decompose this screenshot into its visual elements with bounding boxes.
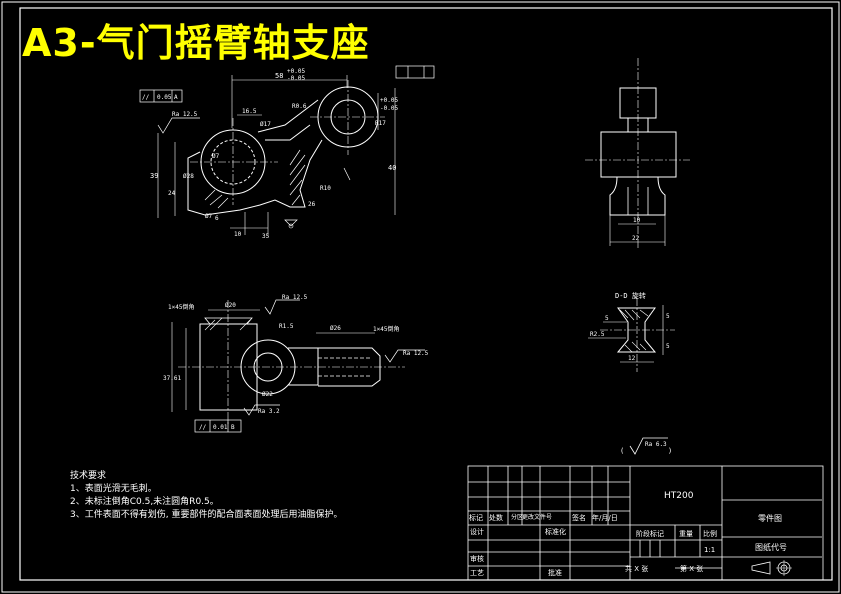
dim-sec-r25: R2.5 [590, 331, 605, 338]
dim-tl-6: 6 [215, 215, 219, 222]
title-block-lines [467, 465, 824, 581]
dim-bl-d26: Ø26 [330, 325, 341, 332]
dim-tl-26: 26 [308, 201, 316, 208]
tb-drawing-name: 零件图 [758, 514, 782, 523]
dim-tl-58-lo: -0.05 [287, 75, 305, 82]
dim-tl-datum: A [174, 94, 178, 101]
dim-sec-5b: 5 [666, 313, 670, 320]
dim-bl-par: // [199, 424, 207, 431]
dim-tl-40: 40 [388, 164, 396, 172]
tech-item: 2、未标注倒角C0.5,未注圆角R0.5。 [70, 497, 219, 507]
tb-sheet-no: 第 X 张 [680, 565, 704, 573]
tech-heading: 技术要求 [70, 471, 107, 481]
dim-tl-39: 39 [150, 172, 158, 180]
dim-tl-d7b: Ø7 [205, 213, 213, 220]
tb-col-count: 处数 [489, 514, 503, 522]
tb-standardize: 标准化 [545, 528, 566, 536]
dim-tl-par: // [142, 94, 150, 101]
dim-bl-3761: 37.61 [163, 375, 181, 382]
tb-scale-value: 1:1 [704, 546, 716, 554]
dim-sec-5a: 5 [605, 315, 609, 322]
tb-approve: 批准 [548, 569, 562, 577]
dim-tr-22: 22 [632, 235, 640, 242]
dim-bl-ra1: Ra 12.5 [282, 294, 308, 301]
roughness-open: ( [620, 447, 624, 455]
dim-tl-ra1: Ra 12.5 [172, 111, 198, 118]
dim-tl-r06: R0.6 [292, 103, 307, 110]
dim-tl-d28: Ø28 [183, 173, 194, 180]
tb-sheets-total: 共 X 张 [625, 565, 649, 573]
side-view [585, 58, 690, 248]
front-view [139, 65, 435, 235]
dim-tl-58-up: +0.05 [287, 68, 305, 75]
dim-tl-58: 58 [275, 72, 283, 80]
roughness-value: Ra 6.3 [645, 441, 667, 448]
dimension-texts: Ra 12.5 // 0.05 A 16.5 58 +0.05 -0.05 R0… [142, 68, 672, 455]
roughness-note-symbol [629, 437, 668, 455]
dim-bl-tol: 0.01 [213, 424, 228, 431]
tb-col-mark: 标记 [469, 514, 483, 522]
tech-item: 3、工件表面不得有划伤, 重要部件的配合面表面处理后用油脂保护。 [70, 510, 343, 520]
dim-bl-datum: B [231, 424, 235, 431]
drawing-title: A3-气门摇臂轴支座 [22, 21, 370, 65]
dim-tl-tol2: +0.05 [380, 97, 398, 104]
dim-tl-d17: Ø17 [260, 121, 271, 128]
section-view [588, 298, 675, 372]
dim-tr-10: 10 [633, 217, 641, 224]
dim-tl-d7: Ø7 [212, 153, 220, 160]
tech-requirements: 技术要求 1、表面光滑无毛刺。 2、未标注倒角C0.5,未注圆角R0.5。 3、… [70, 470, 342, 522]
tb-review: 审核 [470, 555, 484, 563]
top-view [171, 299, 425, 433]
tb-col-sign: 签名 [572, 514, 586, 522]
section-label: D-D 旋转 [615, 291, 646, 300]
tb-scale-label: 比例 [703, 530, 717, 538]
tb-stage-mark: 阶段标记 [636, 530, 664, 538]
dim-sec-5c: 5 [666, 343, 670, 350]
tb-col-date: 年/月/日 [592, 514, 618, 522]
roughness-close: ) [668, 447, 672, 455]
tb-process: 工艺 [470, 569, 484, 577]
dim-bl-ra2: Ra 12.5 [403, 350, 429, 357]
dim-bl-chamfer2: 1×45倒角 [373, 325, 399, 333]
tb-weight: 重量 [679, 530, 693, 538]
inner-border [19, 7, 833, 581]
dim-tl-r10: R10 [320, 185, 331, 192]
dim-bl-d20: Ø20 [225, 302, 236, 309]
dim-sec-12: 12 [628, 355, 636, 362]
dim-tl-165: 16.5 [242, 108, 257, 115]
dim-tl-24: 24 [168, 190, 176, 197]
tb-col-change: 更改文件号 [522, 514, 553, 521]
dim-bl-ra32: Ra 3.2 [258, 408, 280, 415]
dim-tl-tol3: -0.05 [380, 105, 398, 112]
dim-bl-d22: Ø22 [262, 391, 273, 398]
tb-col-zone: 分区 [511, 514, 524, 521]
dim-tl-tol: 0.05 [157, 94, 172, 101]
tech-item: 1、表面光滑无毛刺。 [70, 484, 157, 494]
dim-tl-r17: R17 [375, 120, 386, 127]
dim-bl-r15: R1.5 [279, 323, 294, 330]
dim-bl-chamfer1: 1×45倒角 [168, 303, 194, 311]
tb-design: 设计 [470, 528, 484, 536]
dim-tl-35: 35 [262, 233, 270, 240]
tb-material: HT200 [664, 491, 694, 501]
tb-drawing-code: 图纸代号 [755, 543, 787, 552]
dim-tl-10: 10 [234, 231, 242, 238]
